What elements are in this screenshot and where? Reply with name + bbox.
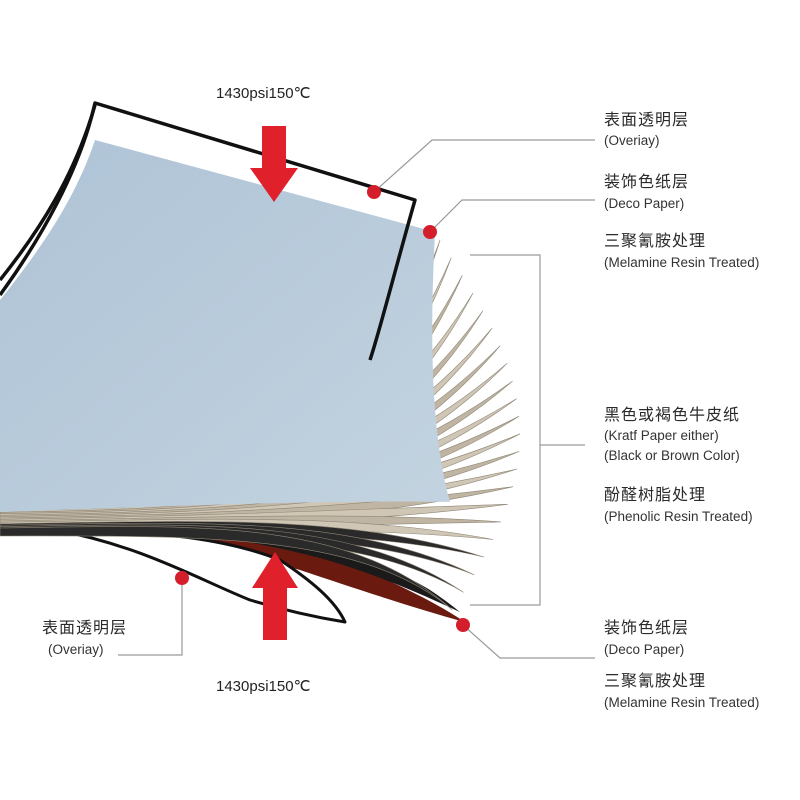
leader-overlay-bottom bbox=[118, 578, 183, 656]
marker-dot-icon bbox=[423, 225, 437, 239]
top-overlay-left-edge bbox=[0, 104, 97, 282]
phenolic-en: (Phenolic Resin Treated) bbox=[604, 509, 753, 524]
overlay-top-en: (Overiay) bbox=[604, 133, 660, 148]
phenolic-cn: 酚醛树脂处理 bbox=[604, 485, 707, 504]
kraft-cn: 黑色或褐色牛皮纸 bbox=[604, 405, 741, 424]
marker-dot-icon bbox=[456, 618, 470, 632]
leader-deco-top bbox=[429, 199, 595, 233]
up-arrow-icon bbox=[252, 552, 298, 640]
deco-paper-sheet bbox=[0, 140, 450, 512]
leader-kraft bbox=[470, 254, 541, 606]
overlay-bottom-en: (Overiay) bbox=[48, 642, 104, 657]
down-arrow-icon bbox=[250, 126, 298, 202]
top-overlay-sheet bbox=[0, 101, 417, 361]
marker-dot-icon bbox=[175, 571, 189, 585]
overlay-bottom-cn: 表面透明层 bbox=[42, 618, 128, 637]
kraft-en-2: (Black or Brown Color) bbox=[604, 448, 740, 463]
marker-dot-icon bbox=[367, 185, 381, 199]
kraft-en-1: (Kratf Paper either) bbox=[604, 428, 719, 443]
leader-deco-bottom bbox=[462, 624, 595, 659]
deco-bottom-en: (Deco Paper) bbox=[604, 642, 685, 657]
deco-top-cn: 装饰色纸层 bbox=[604, 172, 690, 191]
leader-overlay-top bbox=[373, 139, 595, 193]
melamine-bottom-cn: 三聚氰胺处理 bbox=[604, 671, 707, 690]
melamine-top-cn: 三聚氰胺处理 bbox=[604, 231, 707, 250]
pressure-label-bottom: 1430psi150℃ bbox=[216, 678, 311, 695]
deco-top-en: (Deco Paper) bbox=[604, 196, 685, 211]
pressure-label-top: 1430psi150℃ bbox=[216, 85, 311, 102]
melamine-bottom-en: (Melamine Resin Treated) bbox=[604, 695, 760, 710]
deco-bottom-cn: 装饰色纸层 bbox=[604, 618, 690, 637]
overlay-top-cn: 表面透明层 bbox=[604, 110, 690, 129]
melamine-top-en: (Melamine Resin Treated) bbox=[604, 255, 760, 270]
kraft-sheet bbox=[0, 526, 453, 611]
